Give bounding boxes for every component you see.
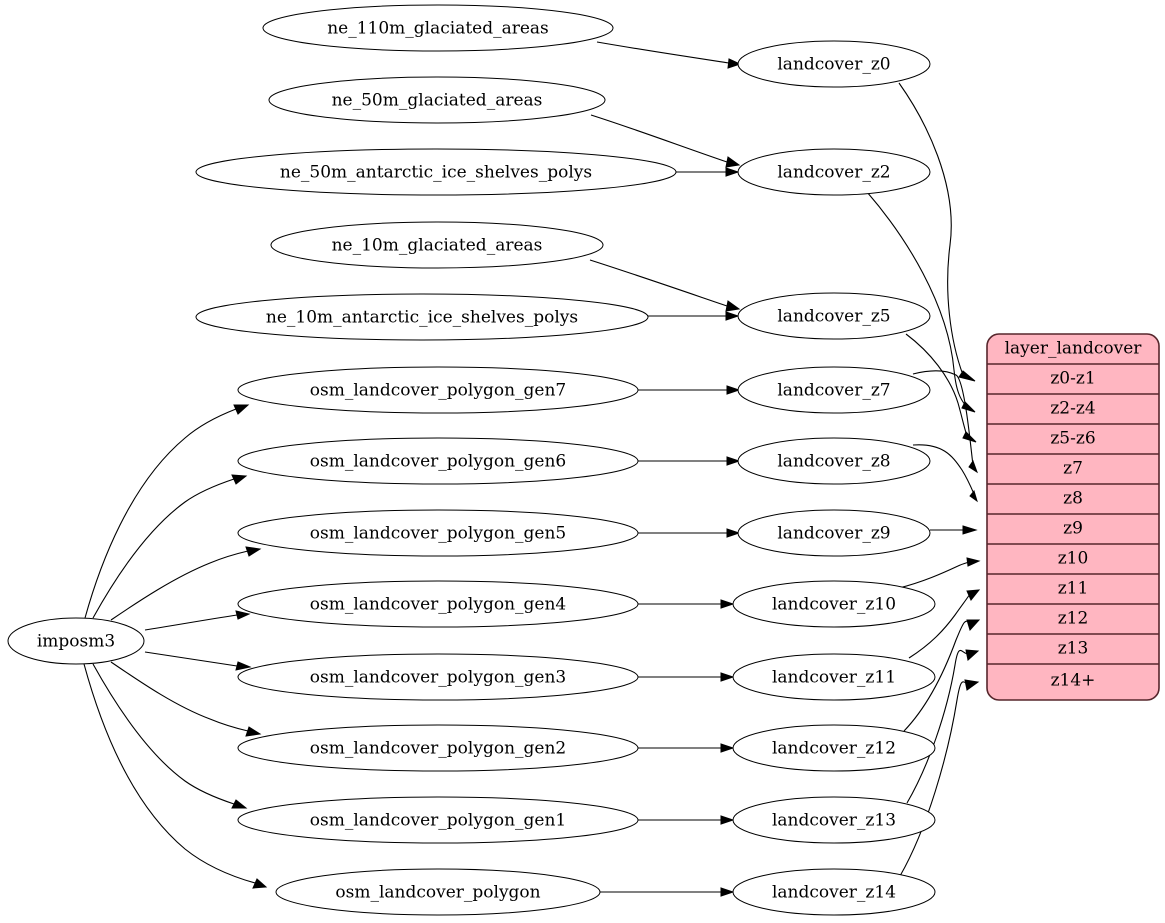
node-landcover_z12[interactable]: landcover_z12 xyxy=(732,724,936,772)
node-osm_landcover_polygon_gen4[interactable]: osm_landcover_polygon_gen4 xyxy=(237,580,639,628)
node-landcover_z10[interactable]: landcover_z10 xyxy=(732,580,936,628)
edge-ne10mant-to-z5 xyxy=(647,311,740,321)
edge-z9-to-row-z9 xyxy=(930,525,978,535)
node-ne_10m_glaciated_areas[interactable]: ne_10m_glaciated_areas xyxy=(270,221,604,269)
node-label: osm_landcover_polygon_gen4 xyxy=(310,595,566,615)
node-label: osm_landcover_polygon_gen1 xyxy=(310,811,566,831)
node-osm_landcover_polygon_gen1[interactable]: osm_landcover_polygon_gen1 xyxy=(237,796,639,844)
node-label: osm_landcover_polygon_gen2 xyxy=(310,739,566,759)
edge-ne10mglac-to-z5 xyxy=(589,259,741,312)
table-row-label: z13 xyxy=(1058,639,1089,659)
edge-ne50mglac-to-z2 xyxy=(590,114,741,168)
table-row-label: z7 xyxy=(1063,459,1083,479)
node-osm_landcover_polygon_gen3[interactable]: osm_landcover_polygon_gen3 xyxy=(237,653,639,701)
node-label: landcover_z10 xyxy=(772,595,896,615)
node-label: osm_landcover_polygon_gen5 xyxy=(310,524,566,544)
edge-z12-to-row-z12 xyxy=(903,619,981,732)
node-label: landcover_z0 xyxy=(777,55,890,75)
edge-imposm3-to-gen6 xyxy=(92,474,248,619)
node-label: landcover_z12 xyxy=(772,739,896,759)
node-osm_landcover_polygon[interactable]: osm_landcover_polygon xyxy=(275,868,601,916)
node-landcover_z14[interactable]: landcover_z14 xyxy=(732,868,936,916)
node-label: osm_landcover_polygon xyxy=(335,883,540,903)
edge-gen7-to-z7 xyxy=(638,385,741,395)
edge-imposm3-to-polygon xyxy=(83,663,268,889)
edge-gen2-to-z12 xyxy=(638,743,735,753)
edge-layer xyxy=(83,41,981,897)
node-osm_landcover_polygon_gen5[interactable]: osm_landcover_polygon_gen5 xyxy=(237,509,639,557)
node-landcover_z7[interactable]: landcover_z7 xyxy=(737,366,931,414)
edge-z13-to-row-z13 xyxy=(906,649,980,804)
table-row-label: z11 xyxy=(1058,579,1089,599)
table-row-label: z10 xyxy=(1058,549,1089,569)
node-label: ne_10m_glaciated_areas xyxy=(332,236,543,256)
node-imposm3[interactable]: imposm3 xyxy=(7,617,145,665)
node-ne_110m_glaciated_areas[interactable]: ne_110m_glaciated_areas xyxy=(262,4,614,52)
node-landcover_z13[interactable]: landcover_z13 xyxy=(732,796,936,844)
edge-imposm3-to-gen5 xyxy=(110,546,262,621)
node-label: ne_50m_antarctic_ice_shelves_polys xyxy=(280,163,592,183)
node-label: ne_10m_antarctic_ice_shelves_polys xyxy=(266,308,578,328)
node-landcover_z5[interactable]: landcover_z5 xyxy=(737,292,931,340)
edge-imposm3-to-gen7 xyxy=(84,404,250,619)
edge-gen5-to-z9 xyxy=(638,528,741,538)
layer-landcover-table[interactable]: layer_landcover z0-z1 z2-z4 z5-z6 z7 z8 … xyxy=(986,333,1160,701)
node-label: landcover_z14 xyxy=(772,883,896,903)
node-landcover_z9[interactable]: landcover_z9 xyxy=(737,509,931,557)
edge-gen1-to-z13 xyxy=(638,815,735,825)
node-landcover_z11[interactable]: landcover_z11 xyxy=(732,653,936,701)
node-landcover_z2[interactable]: landcover_z2 xyxy=(737,148,931,196)
node-label: imposm3 xyxy=(37,632,115,652)
edge-gen6-to-z8 xyxy=(638,456,741,466)
node-label: landcover_z5 xyxy=(777,307,890,327)
node-label: landcover_z2 xyxy=(777,163,890,183)
edge-ne110m-to-z0 xyxy=(596,41,742,69)
table-row-label: z14+ xyxy=(1051,671,1096,691)
edge-imposm3-to-gen4 xyxy=(144,610,251,631)
edge-polygon-to-z14 xyxy=(600,887,735,897)
node-label: ne_50m_glaciated_areas xyxy=(332,91,543,111)
node-osm_landcover_polygon_gen6[interactable]: osm_landcover_polygon_gen6 xyxy=(237,437,639,485)
table-row-label: z5-z6 xyxy=(1050,429,1095,449)
osm-node-group: osm_landcover_polygon_gen7 osm_landcover… xyxy=(237,366,639,916)
node-osm_landcover_polygon_gen7[interactable]: osm_landcover_polygon_gen7 xyxy=(237,366,639,414)
edge-imposm3-to-gen2 xyxy=(110,661,262,737)
edge-imposm3-to-gen3 xyxy=(144,651,252,671)
table-row-label: z8 xyxy=(1063,489,1083,509)
node-label: landcover_z9 xyxy=(777,524,890,544)
table-row-label: z0-z1 xyxy=(1050,369,1095,389)
table-header-label: layer_landcover xyxy=(1005,339,1143,359)
table-row-label: z9 xyxy=(1063,519,1083,539)
node-landcover_z8[interactable]: landcover_z8 xyxy=(737,437,931,485)
edge-z14-to-row-z14plus xyxy=(899,679,980,877)
edge-gen4-to-z10 xyxy=(638,599,735,609)
edge-z7-to-row-z7 xyxy=(912,370,978,474)
node-ne_50m_glaciated_areas[interactable]: ne_50m_glaciated_areas xyxy=(268,76,606,124)
edge-z8-to-row-z8 xyxy=(912,444,978,503)
node-osm_landcover_polygon_gen2[interactable]: osm_landcover_polygon_gen2 xyxy=(237,724,639,772)
edge-z10-to-row-z10 xyxy=(898,557,981,589)
node-label: ne_110m_glaciated_areas xyxy=(327,19,549,39)
edge-ne50mant-to-z2 xyxy=(675,167,740,177)
landcover-node-group: landcover_z0 landcover_z2 landcover_z5 l… xyxy=(732,40,936,916)
node-ne_50m_antarctic_ice_shelves_polys[interactable]: ne_50m_antarctic_ice_shelves_polys xyxy=(195,148,677,196)
edge-gen3-to-z11 xyxy=(638,672,735,682)
node-label: landcover_z7 xyxy=(777,381,890,401)
table-row-label: z2-z4 xyxy=(1050,399,1095,419)
node-label: landcover_z11 xyxy=(772,668,896,688)
node-label: landcover_z8 xyxy=(777,452,890,472)
edge-z11-to-row-z11 xyxy=(908,589,981,659)
node-ne_10m_antarctic_ice_shelves_polys[interactable]: ne_10m_antarctic_ice_shelves_polys xyxy=(195,293,649,341)
node-label: osm_landcover_polygon_gen3 xyxy=(310,668,566,688)
node-label: osm_landcover_polygon_gen7 xyxy=(310,381,566,401)
table-row-label: z12 xyxy=(1058,609,1089,629)
node-landcover_z0[interactable]: landcover_z0 xyxy=(737,40,931,88)
edge-z0-to-row-z0z1 xyxy=(898,82,976,382)
edge-imposm3-to-gen1 xyxy=(92,663,248,809)
natural-earth-node-group: ne_110m_glaciated_areas ne_50m_glaciated… xyxy=(195,4,677,341)
node-label: landcover_z13 xyxy=(772,811,896,831)
node-label: osm_landcover_polygon_gen6 xyxy=(310,452,566,472)
